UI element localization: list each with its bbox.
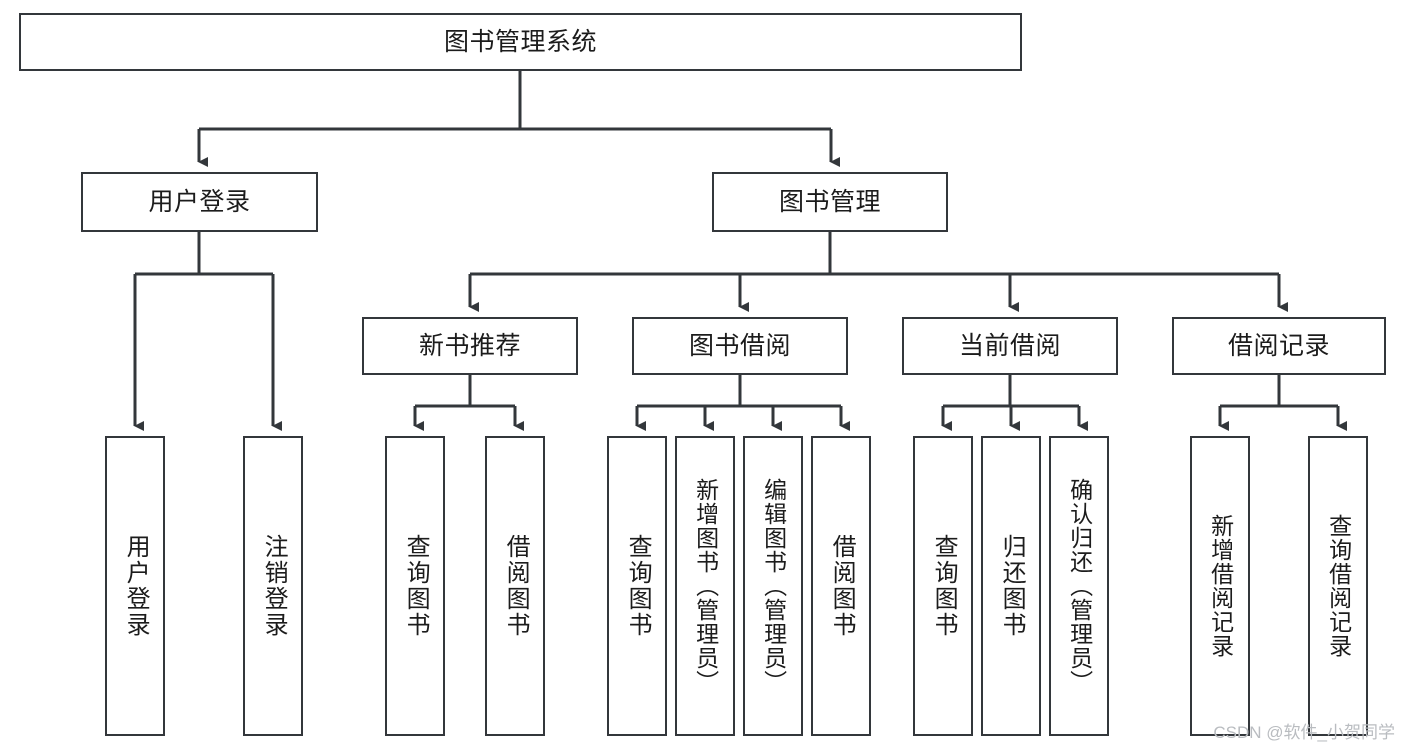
leaf-query-book-current[interactable]: 查询图书	[913, 436, 973, 736]
node-root[interactable]: 图书管理系统	[19, 13, 1022, 71]
leaf-edit-book[interactable]: 编辑图书（管理员）	[743, 436, 803, 736]
leaf-confirm-return-label: 确认归还（管理员）	[1066, 478, 1093, 694]
node-book-borrow[interactable]: 图书借阅	[632, 317, 848, 375]
node-user-login-label: 用户登录	[148, 187, 251, 216]
leaf-add-borrow-record-label: 新增借阅记录	[1207, 514, 1234, 658]
leaf-return-book[interactable]: 归还图书	[981, 436, 1041, 736]
leaf-query-book-borrow-label: 查询图书	[624, 534, 652, 638]
leaf-query-book-current-label: 查询图书	[930, 534, 958, 638]
leaf-logout-label: 注销登录	[260, 534, 288, 638]
node-borrow-record[interactable]: 借阅记录	[1172, 317, 1386, 375]
leaf-user-login-label: 用户登录	[122, 534, 150, 638]
leaf-borrow-book-borrow[interactable]: 借阅图书	[811, 436, 871, 736]
leaf-query-book-recommend-label: 查询图书	[402, 534, 430, 638]
leaf-query-book-borrow[interactable]: 查询图书	[607, 436, 667, 736]
leaf-borrow-book-borrow-label: 借阅图书	[828, 534, 856, 638]
leaf-add-book[interactable]: 新增图书（管理员）	[675, 436, 735, 736]
leaf-borrow-book-recommend-label: 借阅图书	[502, 534, 530, 638]
node-current-borrow[interactable]: 当前借阅	[902, 317, 1118, 375]
node-new-book-recommend[interactable]: 新书推荐	[362, 317, 578, 375]
leaf-logout[interactable]: 注销登录	[243, 436, 303, 736]
node-borrow-record-label: 借阅记录	[1227, 331, 1330, 360]
watermark: CSDN @软件_小贺同学	[1213, 723, 1395, 742]
node-user-login[interactable]: 用户登录	[81, 172, 318, 232]
node-book-borrow-label: 图书借阅	[688, 331, 791, 360]
leaf-query-book-recommend[interactable]: 查询图书	[385, 436, 445, 736]
leaf-query-borrow-record[interactable]: 查询借阅记录	[1308, 436, 1368, 736]
leaf-add-borrow-record[interactable]: 新增借阅记录	[1190, 436, 1250, 736]
node-book-management[interactable]: 图书管理	[712, 172, 948, 232]
node-root-label: 图书管理系统	[443, 27, 597, 56]
leaf-add-book-label: 新增图书（管理员）	[692, 478, 719, 694]
node-new-book-recommend-label: 新书推荐	[418, 331, 521, 360]
leaf-edit-book-label: 编辑图书（管理员）	[760, 478, 787, 694]
leaf-borrow-book-recommend[interactable]: 借阅图书	[485, 436, 545, 736]
node-current-borrow-label: 当前借阅	[958, 331, 1061, 360]
leaf-user-login[interactable]: 用户登录	[105, 436, 165, 736]
leaf-return-book-label: 归还图书	[998, 534, 1026, 638]
leaf-confirm-return[interactable]: 确认归还（管理员）	[1049, 436, 1109, 736]
leaf-query-borrow-record-label: 查询借阅记录	[1325, 514, 1352, 658]
node-book-management-label: 图书管理	[778, 187, 881, 216]
